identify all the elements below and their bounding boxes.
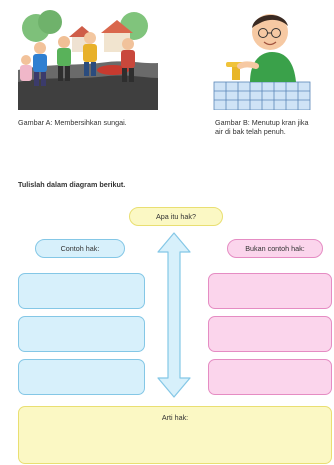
right-label-pill: Bukan contoh hak: [227, 239, 323, 258]
definition-answer-box[interactable]: Arti hak: [18, 406, 332, 464]
definition-label: Arti hak: [161, 413, 189, 422]
example-answer-box-2[interactable] [18, 316, 145, 352]
non-example-answer-box-1[interactable] [208, 273, 332, 309]
caption-picture-b-line1: Gambar B: Menutup kran jika [215, 118, 309, 127]
illustration-boy-closing-tap [212, 6, 312, 110]
double-arrow-icon [157, 232, 191, 398]
non-example-answer-box-3[interactable] [208, 359, 332, 395]
instruction-text: Tulislah dalam diagram berikut. [18, 180, 126, 189]
example-answer-box-3[interactable] [18, 359, 145, 395]
illustration-river-cleanup [18, 8, 158, 110]
left-label-pill: Contoh hak: [35, 239, 125, 258]
center-question-pill: Apa itu hak? [129, 207, 223, 226]
non-example-answer-box-2[interactable] [208, 316, 332, 352]
caption-picture-b-line2: air di bak telah penuh. [215, 127, 286, 136]
caption-picture-a: Gambar A: Membersihkan sungai. [18, 118, 127, 127]
example-answer-box-1[interactable] [18, 273, 145, 309]
